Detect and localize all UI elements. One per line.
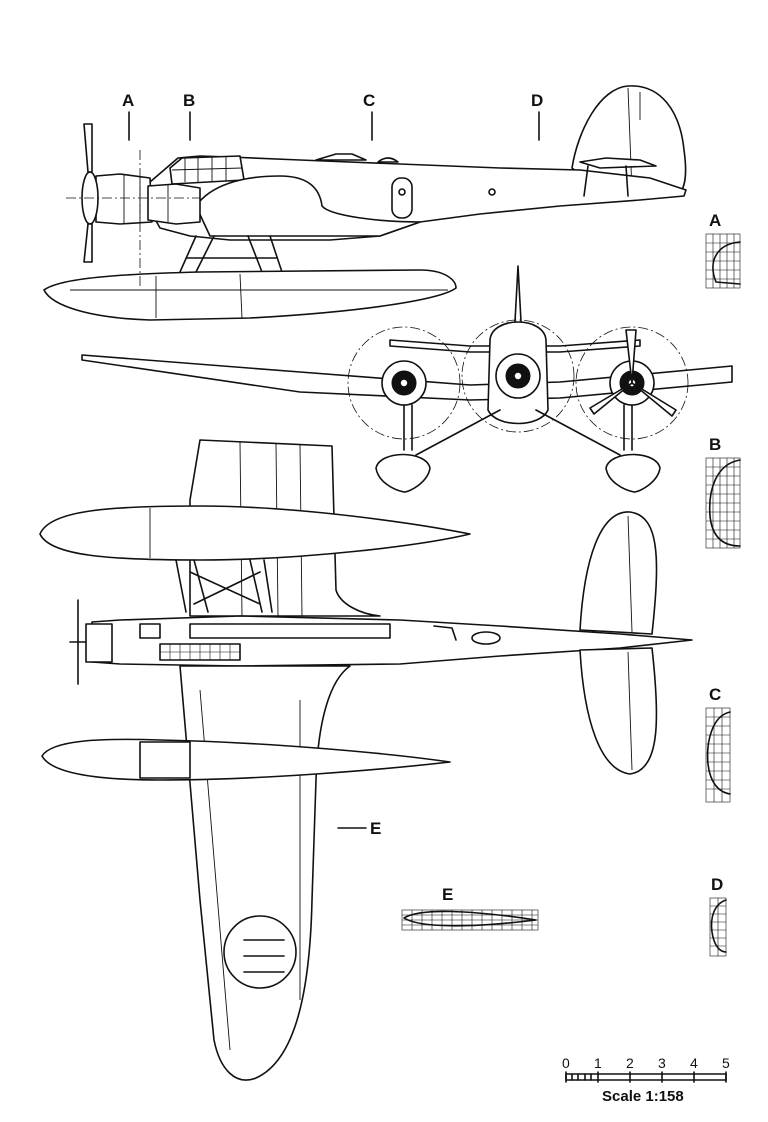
plan-float-struts-upper <box>175 559 273 613</box>
section-b: B <box>705 435 741 549</box>
scale-title: Scale 1:158 <box>602 1088 684 1105</box>
rudder-hinge-line <box>627 87 633 193</box>
side-propeller-blade-top <box>83 123 93 173</box>
marker-a-label: A <box>122 91 134 110</box>
scale-tick-label-4: 4 <box>690 1055 698 1071</box>
section-c-label: C <box>709 685 721 704</box>
side-float <box>43 269 457 321</box>
wing-section-e-label: E <box>442 885 453 904</box>
side-cockpit-frames <box>171 156 243 182</box>
plan-wing-roundel <box>223 915 297 989</box>
plan-bomb-bay <box>189 623 391 639</box>
side-propeller-blade-bottom <box>83 223 93 263</box>
side-tail-strut-1 <box>583 165 589 197</box>
front-view <box>81 265 733 493</box>
marker-b-label: B <box>183 91 195 110</box>
side-dorsal-blister <box>377 157 399 163</box>
scale-tick-label-2: 2 <box>626 1055 634 1071</box>
side-door-window <box>398 188 406 196</box>
plan-wing-engine <box>139 741 191 779</box>
side-float-struts <box>179 235 283 273</box>
front-float-right <box>605 453 661 493</box>
front-prop-disc-right <box>575 326 689 440</box>
side-wing-engine <box>147 183 201 225</box>
section-d-label: D <box>711 875 723 894</box>
front-prop-disc-center <box>461 319 575 433</box>
section-a: A <box>705 211 741 289</box>
side-tailplane <box>579 157 657 169</box>
wing-section-e: E <box>401 885 539 931</box>
plan-tailplane-lower <box>579 647 658 775</box>
scale-bar-rule <box>565 1073 727 1081</box>
side-dorsal-turret <box>315 153 367 161</box>
side-view: A B C D <box>43 85 687 321</box>
scale-bar: 0 1 2 3 4 5 Scale 1:158 <box>562 1055 730 1105</box>
side-entry-door <box>391 177 413 219</box>
front-float-struts <box>403 404 633 456</box>
plan-tailplane-upper <box>579 511 658 635</box>
section-a-label: A <box>709 211 721 230</box>
side-wing-root <box>195 175 421 237</box>
scale-tick-label-5: 5 <box>722 1055 730 1071</box>
plan-cockpit-glazing-1 <box>139 623 161 639</box>
marker-e-label: E <box>370 819 381 838</box>
front-prop-blade-1 <box>625 329 637 384</box>
plan-nose-engine <box>85 623 113 663</box>
section-b-label: B <box>709 435 721 454</box>
scale-tick-label-1: 1 <box>594 1055 602 1071</box>
front-float-left <box>375 453 431 493</box>
plan-view: E <box>39 439 693 1081</box>
plan-fuselage <box>91 615 693 667</box>
scale-tick-label-0: 0 <box>562 1055 570 1071</box>
side-fuselage-window <box>488 188 496 196</box>
marker-d-label: D <box>531 91 543 110</box>
front-prop-blade-3 <box>631 382 677 417</box>
plan-float-lower <box>41 738 451 781</box>
section-d: D <box>709 875 727 957</box>
plan-lower-wing <box>179 665 351 1081</box>
scale-tick-label-3: 3 <box>658 1055 666 1071</box>
marker-c-label: C <box>363 91 375 110</box>
front-prop-blade-2 <box>589 382 633 415</box>
plan-float-upper <box>39 505 471 561</box>
section-c: C <box>705 685 731 803</box>
side-tail-strut-2 <box>625 165 629 197</box>
front-prop-disc-left <box>347 326 461 440</box>
